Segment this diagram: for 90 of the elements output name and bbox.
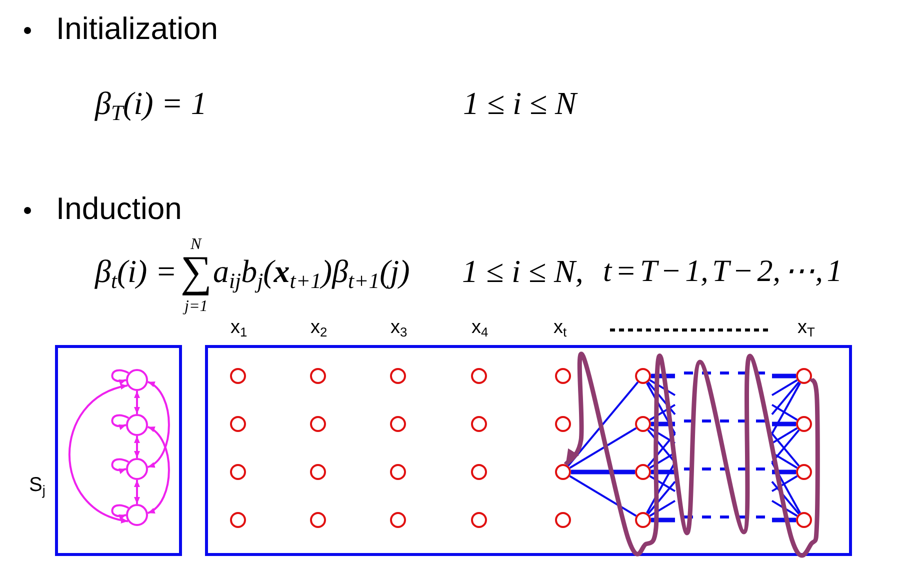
connector-line <box>651 422 675 426</box>
heading: Initialization <box>56 12 218 46</box>
formula-condition: t = T − 1, T − 2, ⋯, 1 <box>603 254 842 288</box>
connector-line <box>647 382 676 416</box>
state-label: S$_{j}$ <box>29 474 46 496</box>
connector-line <box>771 427 798 444</box>
connector-line <box>771 475 798 492</box>
time-label: x$_{4}$ <box>472 318 488 339</box>
time-label: x$_{t}$ <box>554 318 567 339</box>
connector-line <box>771 379 798 396</box>
state-circle <box>126 369 148 391</box>
state-circle <box>471 512 487 528</box>
state-circle <box>471 416 487 432</box>
state-circle <box>635 368 651 384</box>
state-circle <box>635 416 651 432</box>
connector-line <box>571 470 635 474</box>
connector-line <box>772 422 796 426</box>
time-label: x$_{2}$ <box>310 318 328 339</box>
state-circle <box>230 368 246 384</box>
connector-line <box>649 427 676 444</box>
curved-double-headed-arrow <box>68 384 128 523</box>
connector-line <box>646 382 676 434</box>
connector-line <box>651 470 675 474</box>
double-headed-arrow <box>134 480 140 504</box>
state-circle <box>796 368 812 384</box>
state-circle <box>390 512 406 528</box>
connector-line <box>771 462 801 514</box>
state-circle <box>126 458 148 480</box>
connector-line <box>772 374 796 378</box>
state-circle <box>635 512 651 528</box>
sum-limit: j=1 <box>184 298 208 316</box>
connector-line <box>651 374 675 378</box>
curved-double-headed-arrow <box>147 426 170 514</box>
connector-line <box>649 379 676 396</box>
state-circle <box>796 416 812 432</box>
formula: β$_{t}$(i) = <box>95 254 177 290</box>
heading: Induction <box>56 192 182 226</box>
state-circle <box>390 464 406 480</box>
state-circle <box>390 368 406 384</box>
state-circle <box>555 464 571 480</box>
connector-line <box>651 518 675 522</box>
double-headed-arrow <box>134 391 140 414</box>
connector-line <box>649 475 676 492</box>
state-circle <box>310 368 326 384</box>
connector-line <box>771 500 798 517</box>
state-circle <box>230 512 246 528</box>
connector-line <box>569 475 637 517</box>
state-circle <box>796 512 812 528</box>
self-loop-arrow <box>111 414 129 430</box>
connector-line <box>771 480 800 514</box>
time-label: x$_{T}$ <box>798 318 815 339</box>
connector-line <box>772 518 796 522</box>
connector-line <box>772 470 796 474</box>
state-circle <box>310 464 326 480</box>
connector-line <box>771 382 801 434</box>
connector-line <box>647 480 676 514</box>
state-circle <box>796 464 812 480</box>
connector-line <box>649 404 676 421</box>
state-circle <box>390 416 406 432</box>
state-circle <box>126 504 148 526</box>
state-circle <box>471 368 487 384</box>
state-diagram-panel <box>55 345 182 556</box>
state-circle <box>310 512 326 528</box>
serpentine-arrow <box>564 354 820 556</box>
formula-condition: 1 ≤ i ≤ N, <box>462 254 584 290</box>
formula: β$_{T}$(i) = 1 <box>95 86 207 122</box>
state-circle <box>555 368 571 384</box>
connector-line <box>649 500 676 517</box>
connector-line <box>771 404 798 421</box>
self-loop-arrow <box>111 369 129 384</box>
time-label: x$_{3}$ <box>390 318 408 339</box>
state-circle <box>471 464 487 480</box>
connector-line <box>567 382 639 466</box>
state-circle <box>230 464 246 480</box>
connector-line <box>771 382 800 416</box>
state-circle <box>230 416 246 432</box>
state-circle <box>635 464 651 480</box>
connector-line <box>646 462 676 514</box>
double-headed-arrow <box>134 436 140 458</box>
curved-double-headed-arrow <box>147 381 170 468</box>
state-circle <box>126 414 148 436</box>
trellis-panel <box>205 345 852 556</box>
state-circle <box>555 512 571 528</box>
state-circle <box>310 416 326 432</box>
connector-line <box>569 427 637 469</box>
state-circle <box>555 416 571 432</box>
formula-condition: 1 ≤ i ≤ N <box>463 86 576 122</box>
self-loop-arrow <box>111 504 129 520</box>
self-loop-arrow <box>111 458 129 474</box>
time-label: x$_{1}$ <box>230 318 248 339</box>
